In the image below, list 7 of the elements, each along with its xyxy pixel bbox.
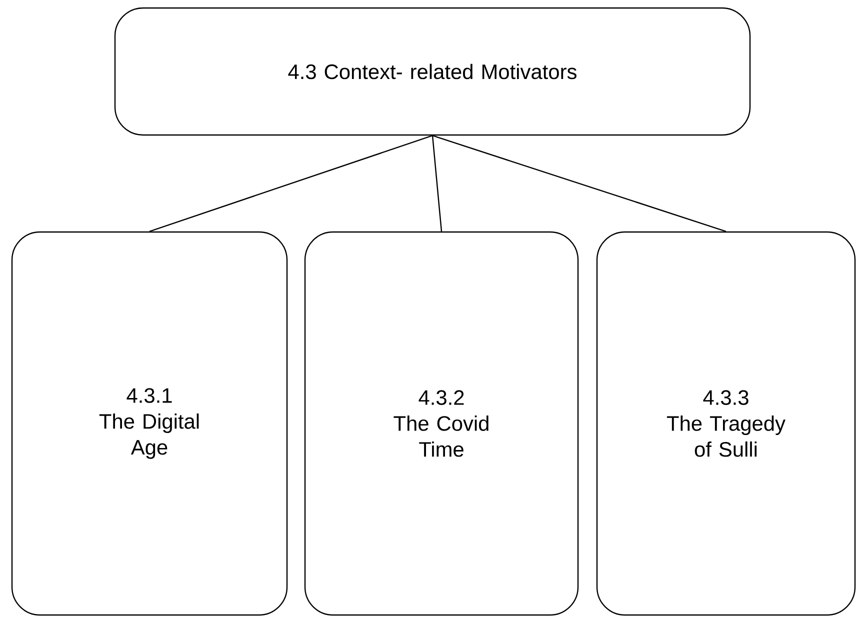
- heading-box: 4.3 Context- related Motivators: [114, 7, 751, 136]
- connector-line: [432, 135, 726, 232]
- connector-line: [149, 135, 433, 232]
- topic-box: 4.3.3 The Tragedy of Sulli: [596, 231, 856, 616]
- connector-line: [432, 136, 442, 232]
- topic-box: 4.3.2 The Covid Time: [304, 231, 579, 616]
- topic-box: 4.3.1 The Digital Age: [11, 231, 288, 616]
